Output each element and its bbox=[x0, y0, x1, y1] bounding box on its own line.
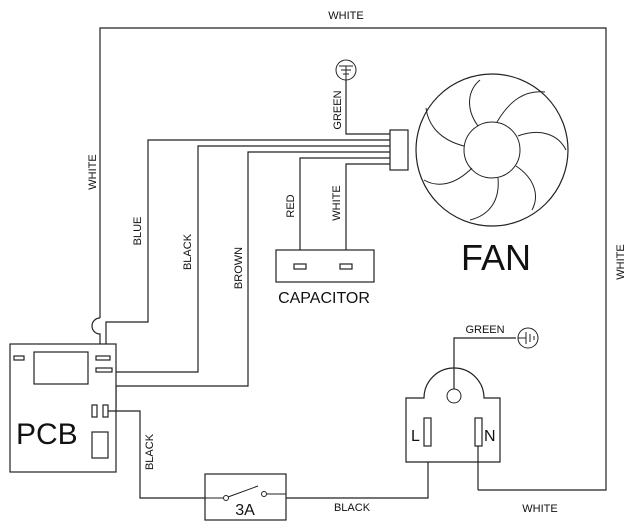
fuse-label: 3A bbox=[235, 502, 255, 519]
black-line-wire bbox=[108, 410, 205, 499]
green-plug-label: GREEN bbox=[465, 324, 504, 336]
plug-body bbox=[405, 367, 501, 463]
black-fan-wire bbox=[112, 145, 390, 373]
capacitor-terminal-red bbox=[293, 263, 307, 270]
fan-icon bbox=[415, 73, 569, 227]
pcb-terminal-brown bbox=[91, 404, 98, 418]
white-bottom-label: WHITE bbox=[522, 503, 557, 515]
top-white-label: WHITE bbox=[328, 10, 363, 22]
plug-live-pin bbox=[423, 417, 432, 447]
fan-green-wire bbox=[345, 80, 390, 135]
fuse-box bbox=[204, 473, 287, 521]
brown-label: BROWN bbox=[233, 247, 245, 289]
pcb-terminal-line bbox=[102, 404, 109, 418]
blue-label: BLUE bbox=[132, 217, 144, 246]
plug-ground-icon bbox=[517, 327, 539, 349]
capacitor-white-wire bbox=[345, 163, 390, 262]
switch-icon bbox=[205, 485, 286, 501]
pcb-relay bbox=[91, 431, 109, 459]
pcb-terminal-black bbox=[95, 367, 113, 373]
black-pcb-label: BLACK bbox=[144, 433, 156, 470]
fan-green-label: GREEN bbox=[332, 90, 344, 129]
black-bottom-label: BLACK bbox=[334, 502, 371, 514]
black-upper-label: BLACK bbox=[182, 233, 194, 270]
fan-connector bbox=[389, 129, 409, 171]
black-bottom-wire bbox=[286, 446, 429, 499]
plug-green-wire bbox=[453, 337, 516, 389]
capacitor-red-wire bbox=[299, 157, 390, 262]
pcb-terminal-white bbox=[95, 355, 111, 361]
right-white-label: WHITE bbox=[615, 244, 627, 279]
fan-ground-icon bbox=[335, 59, 357, 81]
white-wire-loop bbox=[99, 27, 607, 491]
left-white-label: WHITE bbox=[87, 154, 99, 189]
capacitor-terminal-white bbox=[339, 263, 353, 270]
capacitor-white-label: WHITE bbox=[331, 185, 343, 220]
red-label: RED bbox=[285, 194, 297, 217]
blue-wire bbox=[105, 139, 390, 344]
white-wire-to-pcb-hop bbox=[91, 317, 101, 344]
capacitor-label: CAPACITOR bbox=[278, 290, 370, 307]
pcb-terminal-left bbox=[13, 355, 25, 361]
fan-label: FAN bbox=[461, 237, 531, 278]
pcb-label: PCB bbox=[16, 418, 78, 451]
plug-neutral-pin bbox=[474, 417, 483, 447]
plug-neutral-label: N bbox=[484, 428, 496, 445]
plug-live-label: L bbox=[411, 428, 420, 445]
capacitor-body bbox=[275, 249, 375, 283]
pcb-chip bbox=[33, 351, 89, 385]
